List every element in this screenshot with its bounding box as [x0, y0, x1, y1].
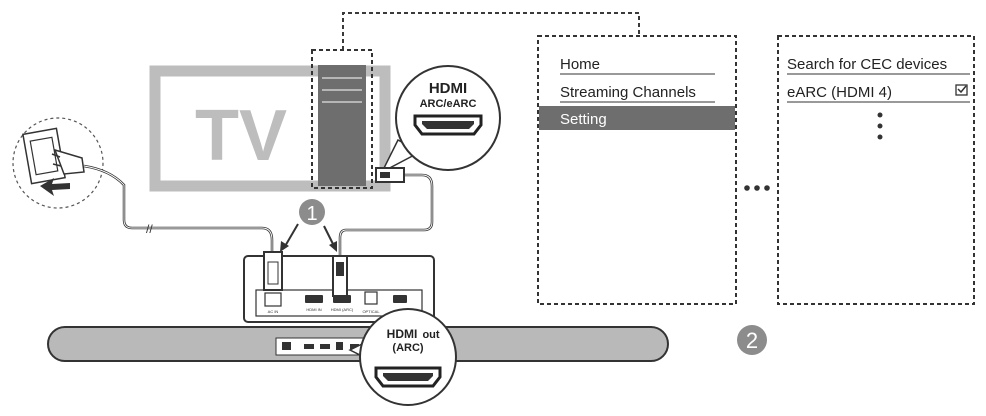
soundbar-hdmi-out: out: [422, 329, 439, 341]
ellipsis-dots: [744, 185, 770, 191]
port-label-optical: OPTICAL: [362, 309, 380, 314]
cec-menu-panel: Search for CEC devices eARC (HDMI 4): [777, 35, 975, 305]
arrow-to-hdmi-icon: [323, 225, 335, 247]
soundbar: [47, 326, 669, 362]
cable-break-mark: //: [146, 222, 153, 236]
menu-item-earc[interactable]: eARC (HDMI 4): [787, 84, 968, 101]
step-2-badge: [737, 325, 767, 355]
menu-item-streaming-label: Streaming Channels: [560, 84, 696, 101]
menu-item-setting-label: Setting: [560, 111, 607, 128]
tv-hdmi-logo: HDMI: [429, 80, 467, 97]
insert-arrow-icon: [40, 178, 70, 196]
tv-menu-connector: [342, 12, 640, 50]
tv-hdmi-callout: HDMI ARC/eARC: [380, 65, 501, 174]
wall-outlet: [12, 117, 104, 209]
menu-item-earc-label: eARC (HDMI 4): [787, 84, 892, 101]
step-2-number: 2: [746, 328, 758, 353]
port-label-hdmi-arc: HDMI (ARC): [331, 307, 354, 312]
soundbar-hdmi-logo: HDMI: [387, 327, 418, 341]
menu-item-home-label: Home: [560, 56, 600, 73]
menu-item-home[interactable]: Home: [560, 56, 600, 73]
menu-item-search-cec[interactable]: Search for CEC devices: [787, 56, 947, 73]
arrow-to-power-icon: [283, 223, 299, 249]
tv: TV: [149, 49, 391, 192]
tv-hdmi-sublabel: ARC/eARC: [420, 98, 477, 110]
port-label-ac-in: AC IN: [268, 309, 279, 314]
menu-item-streaming-channels[interactable]: Streaming Channels: [560, 84, 696, 101]
tv-menu-panel: Home Streaming Channels Setting: [537, 35, 737, 305]
port-label-hdmi-in: HDMI IN: [306, 307, 321, 312]
step-1-number: 1: [306, 203, 317, 225]
soundbar-hdmi-sublabel: (ARC): [392, 342, 423, 354]
more-items-icon: [877, 112, 883, 140]
soundbar-hdmi-callout: HDMI out (ARC): [348, 308, 457, 406]
tv-label: TV: [195, 96, 287, 176]
tv-menu-highlight: [311, 49, 373, 189]
menu-item-setting[interactable]: Setting: [539, 106, 735, 130]
step-1-badge: [299, 199, 325, 225]
checkbox-checked-icon[interactable]: [955, 84, 968, 96]
menu-item-search-cec-label: Search for CEC devices: [787, 56, 947, 73]
